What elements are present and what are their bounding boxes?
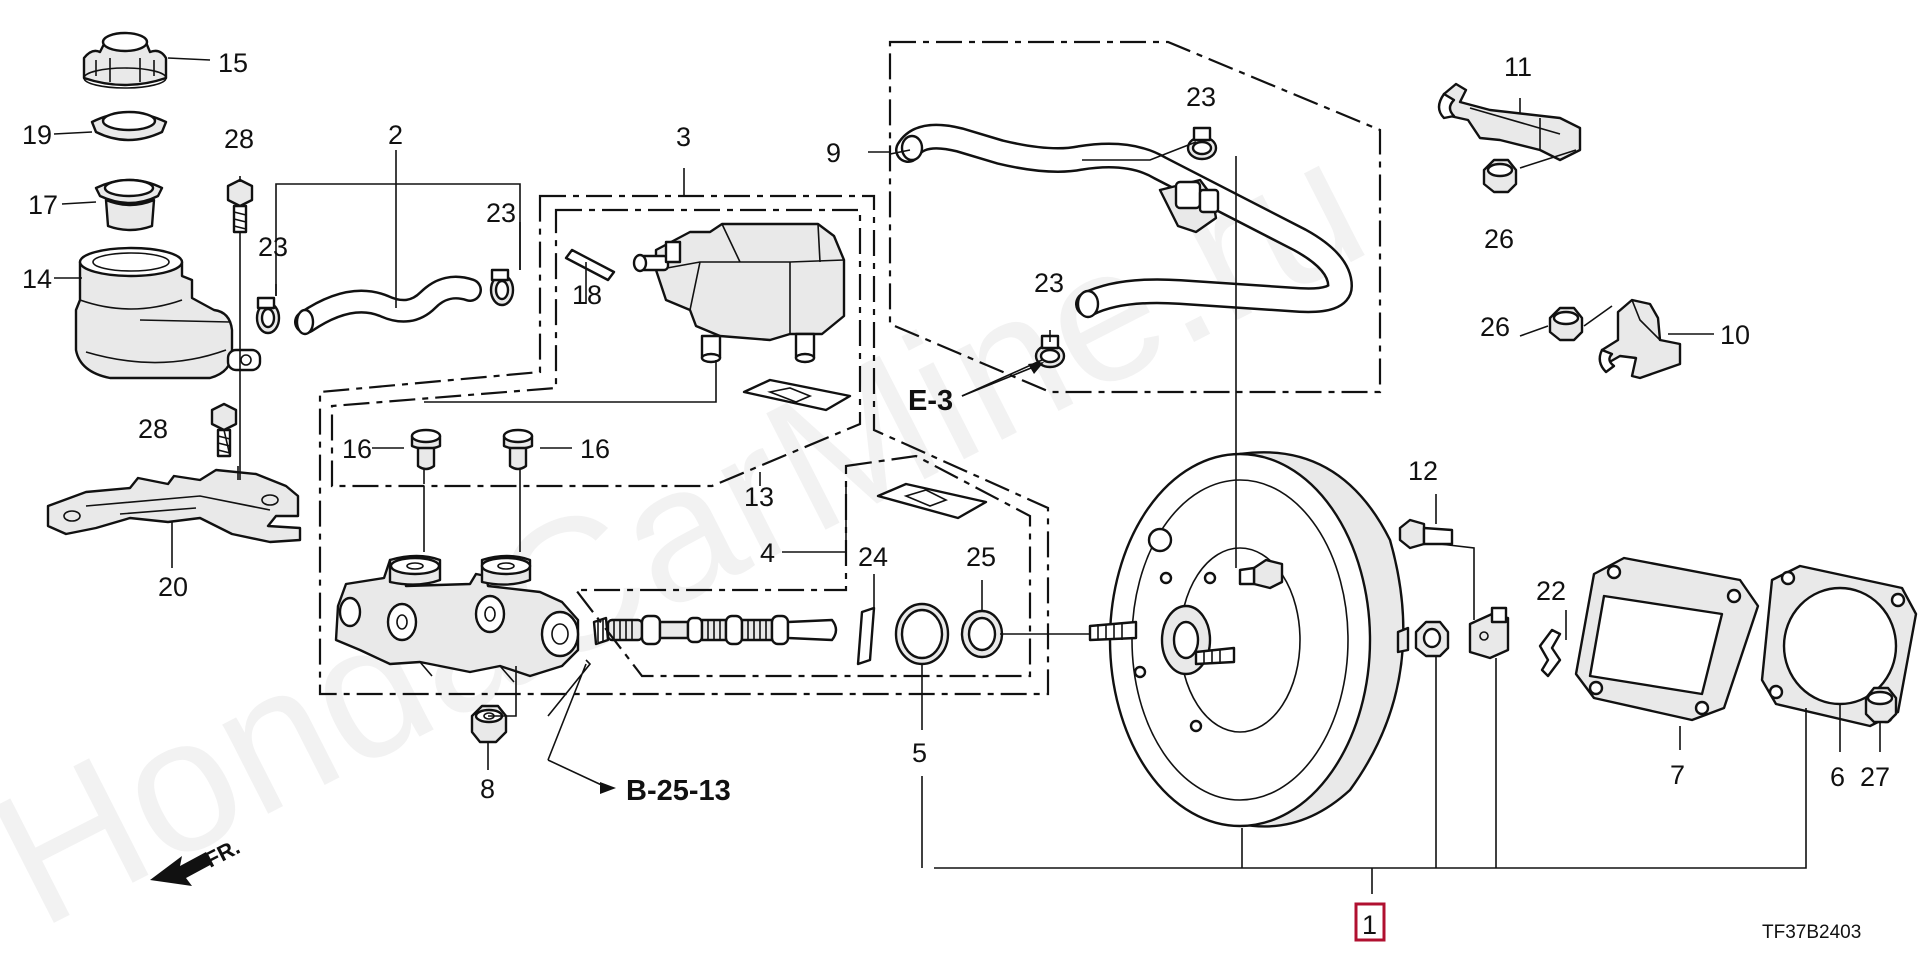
callout-16-a: 16 xyxy=(342,434,372,464)
nut-part-26-a xyxy=(1482,158,1518,194)
callout-23-b: 23 xyxy=(486,198,516,228)
group-box-vacuum-hose xyxy=(888,40,1382,394)
nut-part-26-b xyxy=(1548,306,1584,342)
reservoir-hose-part-2 xyxy=(294,275,482,336)
bolt-part-28-upper xyxy=(226,178,254,234)
callout-4: 4 xyxy=(760,538,775,568)
callout-22: 22 xyxy=(1536,576,1566,606)
nut-part-8 xyxy=(470,704,508,744)
grommet-part-16-b xyxy=(502,428,534,471)
gasket-part-13-lower xyxy=(876,482,988,520)
leader-lines xyxy=(53,57,1881,894)
callout-1-highlight-box xyxy=(1354,902,1386,942)
brake-booster-assembly xyxy=(1088,451,1410,828)
reservoir-cap-part-15 xyxy=(82,31,168,89)
callout-6: 6 xyxy=(1830,762,1845,792)
callout-26-a: 26 xyxy=(1484,224,1514,254)
callout-11: 11 xyxy=(1504,52,1532,82)
cap-seal-part-19 xyxy=(90,110,168,142)
callout-5: 5 xyxy=(912,738,927,768)
callout-7: 7 xyxy=(1670,760,1685,790)
mounting-bracket-part-20 xyxy=(46,468,302,544)
bolt-part-28-lower xyxy=(210,402,238,458)
lock-nut xyxy=(1414,620,1450,658)
group-box-reservoir-inner xyxy=(330,208,862,488)
vacuum-hose-part-9 xyxy=(895,123,1354,319)
hose-clamp-part-23-b xyxy=(489,268,515,307)
callout-15: 15 xyxy=(218,48,248,78)
reference-arrow-b2513 xyxy=(600,782,616,794)
callout-9: 9 xyxy=(826,138,841,168)
callout-16-b: 16 xyxy=(580,434,610,464)
callout-25: 25 xyxy=(966,542,996,572)
callout-2: 2 xyxy=(388,120,403,150)
seal-part-25 xyxy=(960,609,1004,659)
callout-27: 27 xyxy=(1860,762,1890,792)
callout-28-upper: 28 xyxy=(224,124,254,154)
reservoir-tank-part-14 xyxy=(74,246,262,380)
callout-24: 24 xyxy=(858,542,888,572)
nut-part-27 xyxy=(1864,686,1898,724)
piston-kit-part-4 xyxy=(592,614,838,646)
figure-code: TF37B2403 xyxy=(1762,922,1861,943)
callout-28-lower: 28 xyxy=(138,414,168,444)
callout-20: 20 xyxy=(158,572,188,602)
callout-8: 8 xyxy=(480,774,495,804)
clevis-bolt-part-12 xyxy=(1398,518,1454,550)
callout-23-c: 23 xyxy=(1186,82,1216,112)
reference-e3: E-3 xyxy=(908,385,953,417)
clip-part-22 xyxy=(1538,628,1562,678)
callout-3: 3 xyxy=(676,122,691,152)
callout-23-d: 23 xyxy=(1034,268,1064,298)
pin-part-18 xyxy=(564,248,616,282)
gasket-part-7 xyxy=(1574,556,1760,722)
reference-b2513: B-25-13 xyxy=(626,775,731,807)
gasket-part-6 xyxy=(1760,564,1918,728)
callout-10: 10 xyxy=(1720,320,1750,350)
callout-23-a: 23 xyxy=(258,232,288,262)
group-box-piston-kit xyxy=(573,454,1032,678)
grommet-part-16-a xyxy=(410,428,442,471)
hose-clamp-part-23-d xyxy=(1034,334,1066,369)
callout-14: 14 xyxy=(22,264,52,294)
reservoir-assembly-part-3 xyxy=(632,222,846,364)
front-direction-arrow-icon xyxy=(150,852,212,886)
callout-12: 12 xyxy=(1408,456,1438,486)
callout-26-b: 26 xyxy=(1480,312,1510,342)
callout-19: 19 xyxy=(22,120,52,150)
bracket-part-11 xyxy=(1437,82,1582,162)
reference-arrow-e3 xyxy=(961,362,1044,397)
bracket-part-10 xyxy=(1598,298,1682,380)
spring-pin-part-24 xyxy=(856,606,876,666)
hose-clamp-part-23-a xyxy=(255,296,281,335)
gasket-part-13-upper xyxy=(742,378,852,412)
strainer-part-17 xyxy=(94,178,164,232)
master-cylinder-body xyxy=(334,554,580,683)
group-box-reservoir xyxy=(318,194,1050,696)
callout-13: 13 xyxy=(744,482,774,512)
o-ring-part-5 xyxy=(894,602,950,666)
callout-18: 18 xyxy=(572,280,602,310)
callout-1: 1 xyxy=(1362,910,1377,940)
callout-17: 17 xyxy=(28,190,58,220)
clevis-yoke xyxy=(1468,606,1510,660)
